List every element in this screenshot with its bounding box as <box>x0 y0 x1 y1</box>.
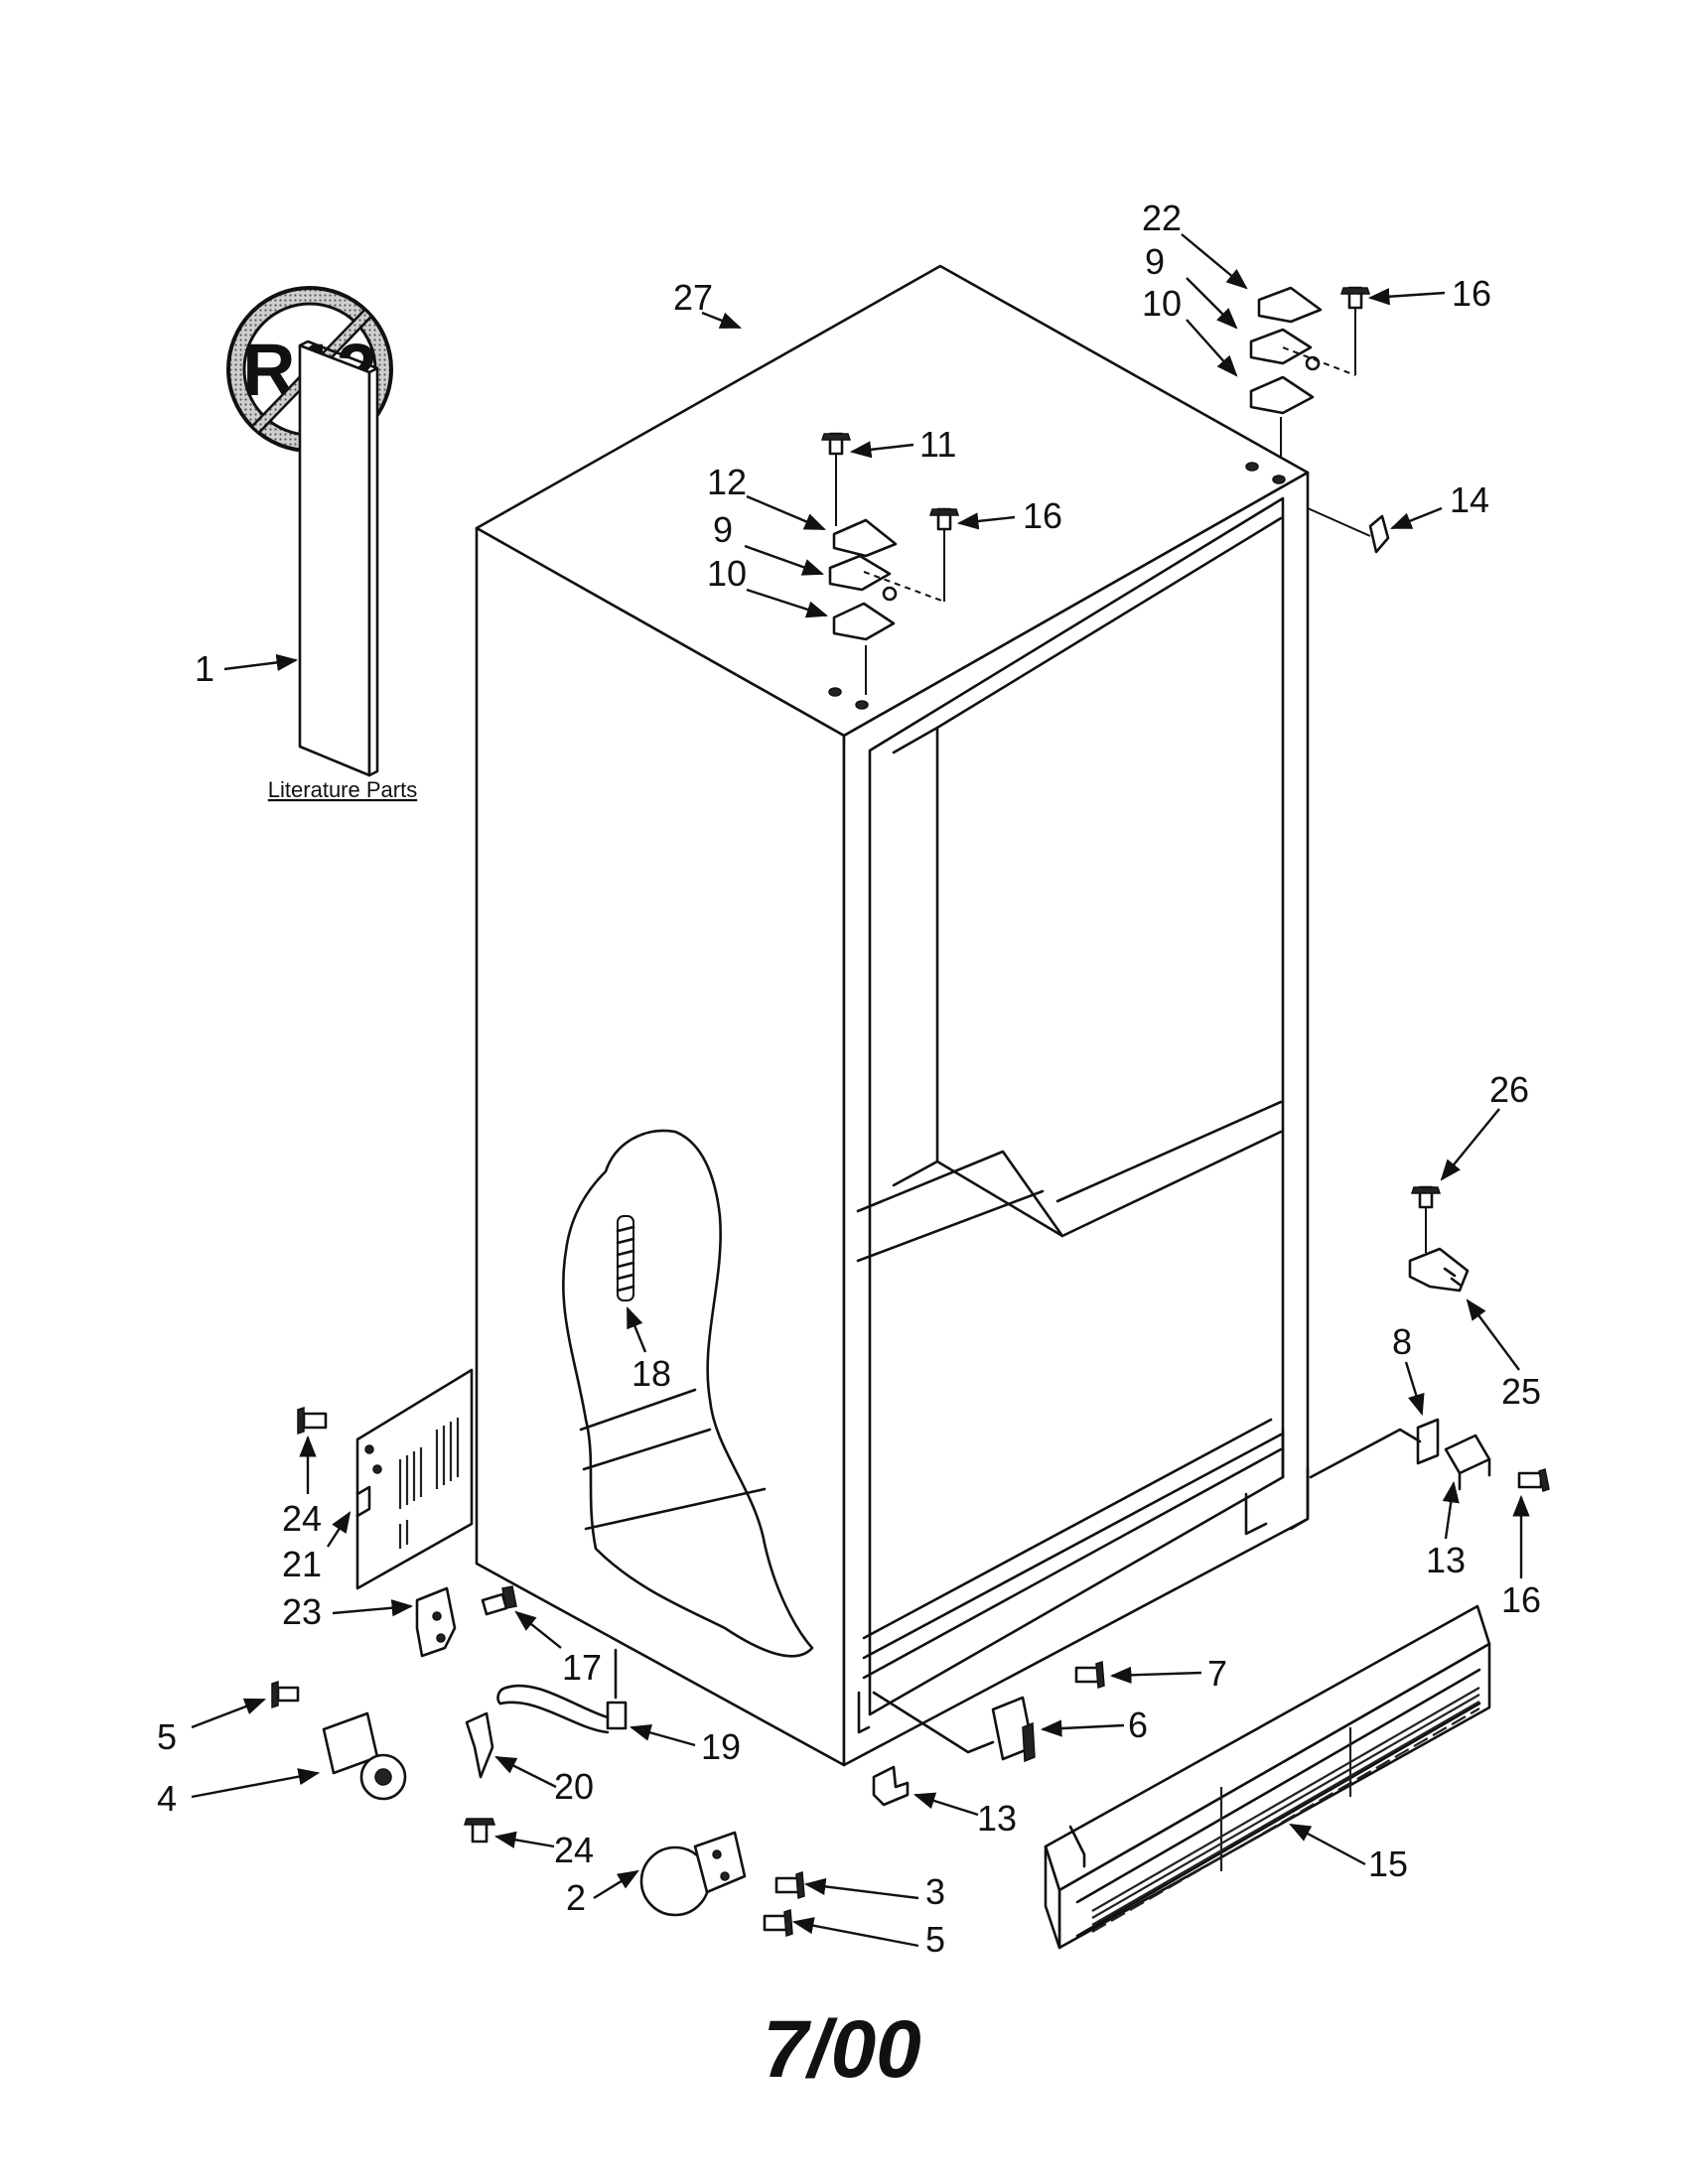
callout-5-bottom: 5 <box>925 1919 945 1960</box>
callout-19: 19 <box>701 1726 741 1767</box>
callout-12: 12 <box>707 462 747 502</box>
left-hinge-bracket <box>415 1585 517 1658</box>
callout-16-top-right: 16 <box>1452 273 1491 314</box>
toe-grille-kickplate <box>1044 1604 1491 1950</box>
callout-18: 18 <box>632 1353 671 1394</box>
callout-22: 22 <box>1142 198 1182 238</box>
callout-13-bottom: 13 <box>977 1798 1017 1839</box>
callout-25: 25 <box>1501 1371 1541 1412</box>
callout-16-center: 16 <box>1023 495 1062 536</box>
callout-16-right: 16 <box>1501 1579 1541 1620</box>
date-code: 7/00 <box>763 2004 921 2095</box>
callout-13-right: 13 <box>1426 1540 1466 1580</box>
refrigerator-cabinet <box>475 264 1310 1767</box>
clip-part-14 <box>1307 507 1390 554</box>
callout-8: 8 <box>1392 1321 1412 1362</box>
callout-15: 15 <box>1368 1843 1408 1884</box>
rear-caster-wheel <box>271 1680 407 1801</box>
callout-9-center: 9 <box>713 509 733 550</box>
callout-5-left: 5 <box>157 1716 177 1757</box>
callout-14: 14 <box>1450 479 1489 520</box>
callout-6: 6 <box>1128 1705 1148 1745</box>
callout-27: 27 <box>673 277 713 318</box>
callout-10-center: 10 <box>707 553 747 594</box>
drain-tube-assembly <box>463 1648 628 1843</box>
callout-23: 23 <box>282 1591 322 1632</box>
callout-24-left: 24 <box>282 1498 322 1539</box>
literature-parts-booklet <box>298 340 379 777</box>
callout-21: 21 <box>282 1544 322 1584</box>
literature-parts-label: Literature Parts <box>268 777 417 802</box>
callout-26: 26 <box>1489 1069 1529 1110</box>
callout-1: 1 <box>195 648 214 689</box>
callout-3: 3 <box>925 1871 945 1912</box>
callout-7: 7 <box>1207 1653 1227 1694</box>
vent-bracket-assembly <box>297 1368 474 1590</box>
callout-20: 20 <box>554 1766 594 1807</box>
callout-17: 17 <box>562 1647 602 1688</box>
top-center-hinge-assembly <box>820 432 960 695</box>
front-caster-assembly <box>639 1831 805 1938</box>
callout-labels: 27 22 9 10 16 11 12 9 10 16 14 1 26 25 8… <box>157 198 1541 1960</box>
heater-coil <box>616 1215 635 1301</box>
callout-10-top-right: 10 <box>1142 283 1182 324</box>
callout-11: 11 <box>919 424 956 465</box>
callout-4: 4 <box>157 1778 177 1819</box>
top-right-hinge-assembly <box>1249 286 1371 459</box>
roller-bracket-assembly <box>872 1660 1105 1807</box>
callout-24-bottom: 24 <box>554 1830 594 1870</box>
callout-9-top-right: 9 <box>1145 241 1165 282</box>
leader-arrows <box>191 233 1530 1948</box>
callout-2: 2 <box>566 1877 586 1918</box>
right-rear-bracket-assembly <box>1309 1185 1550 1492</box>
